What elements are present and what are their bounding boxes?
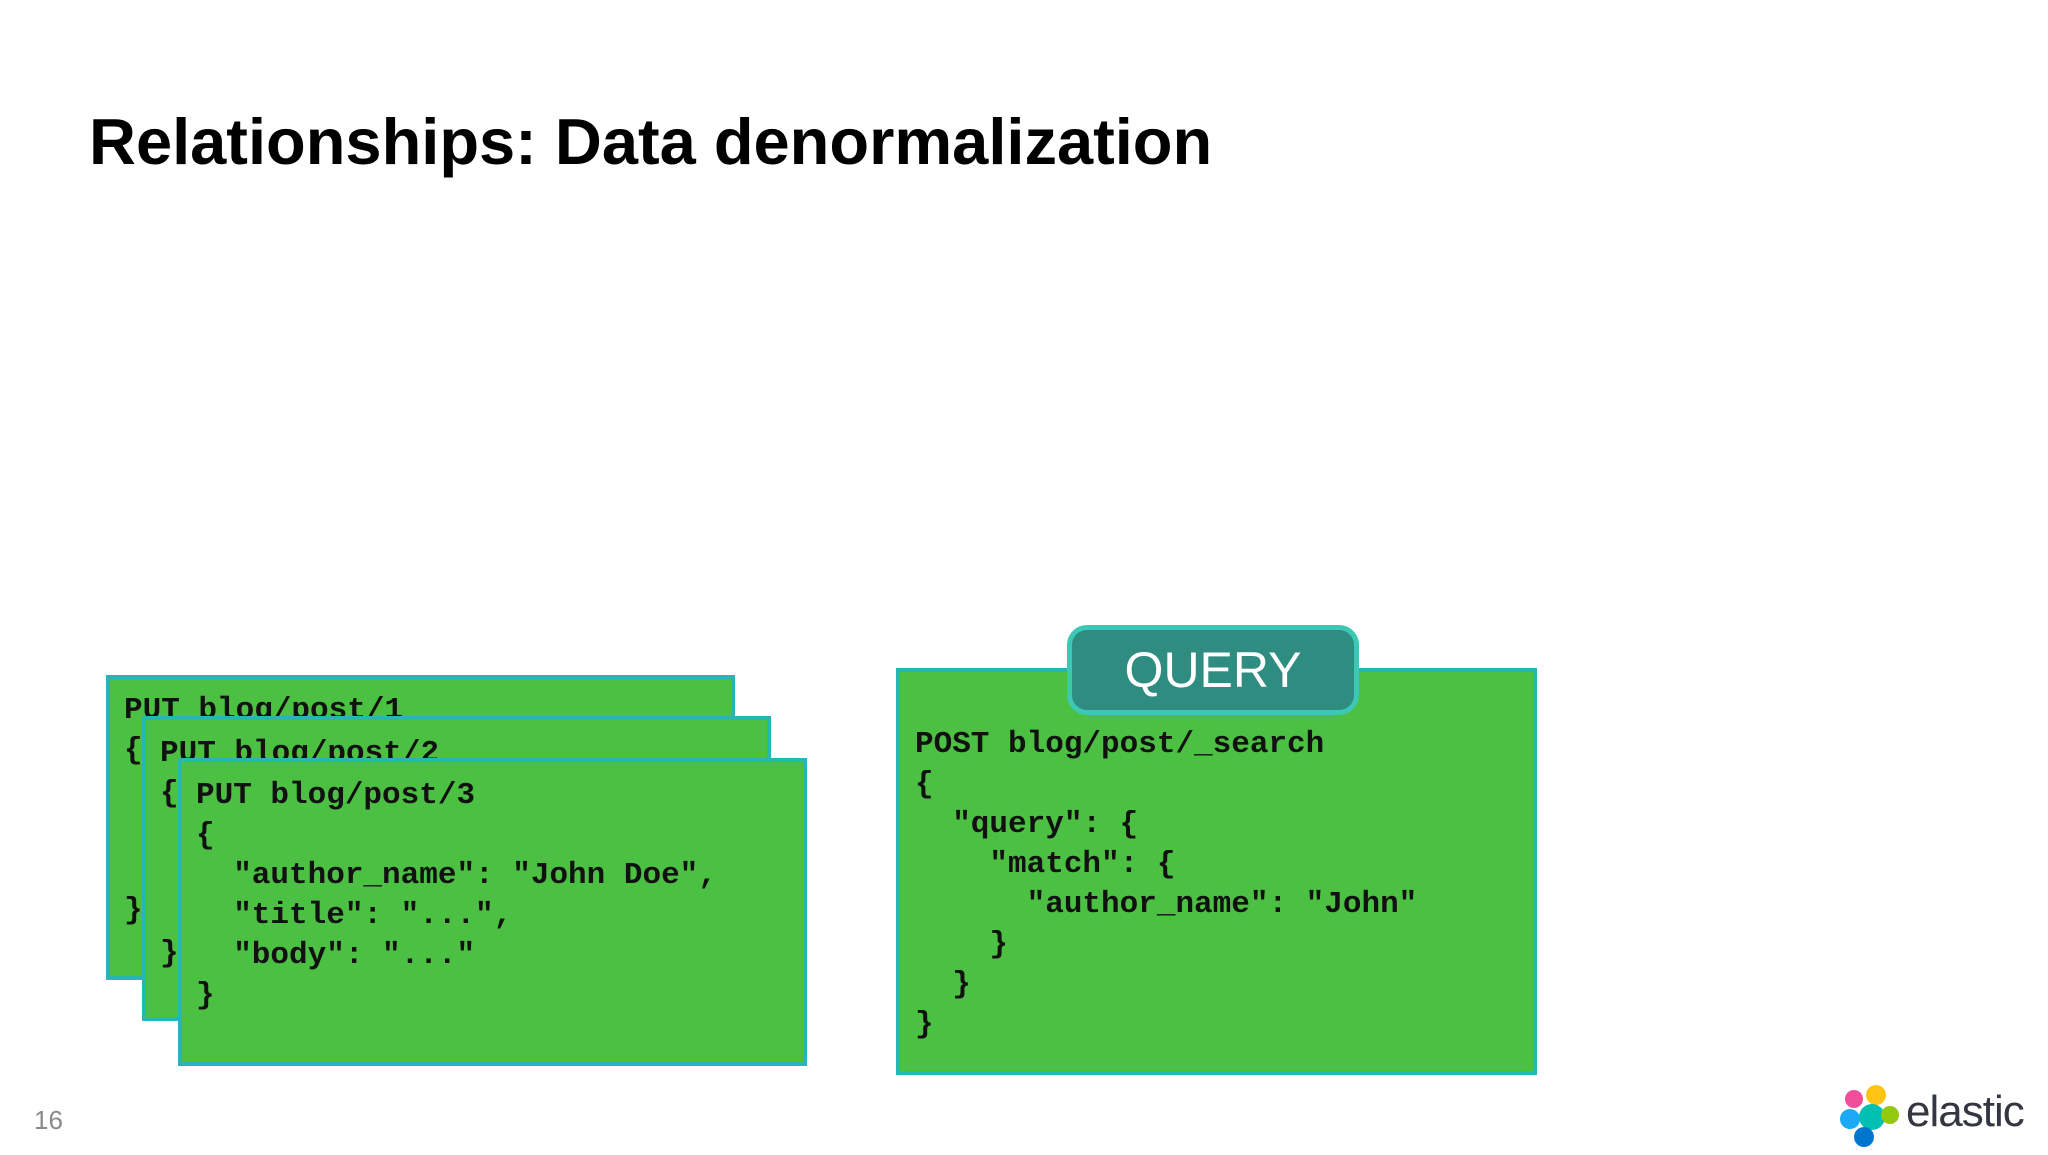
elastic-logo-icon [1840, 1085, 1899, 1147]
document-card-3: PUT blog/post/3 { "author_name": "John D… [178, 758, 807, 1066]
elastic-logo-text: elastic [1906, 1087, 2025, 1136]
slide-title: Relationships: Data denormalization [89, 105, 1213, 178]
elastic-logo: elastic [1838, 1085, 2025, 1155]
page-number: 16 [34, 1105, 63, 1135]
query-code: POST blog/post/_search { "query": { "mat… [915, 727, 1418, 1042]
document-code-3: PUT blog/post/3 { "author_name": "John D… [196, 778, 717, 1013]
query-card: POST blog/post/_search { "query": { "mat… [896, 668, 1537, 1075]
query-tab-label: QUERY [1067, 625, 1359, 715]
